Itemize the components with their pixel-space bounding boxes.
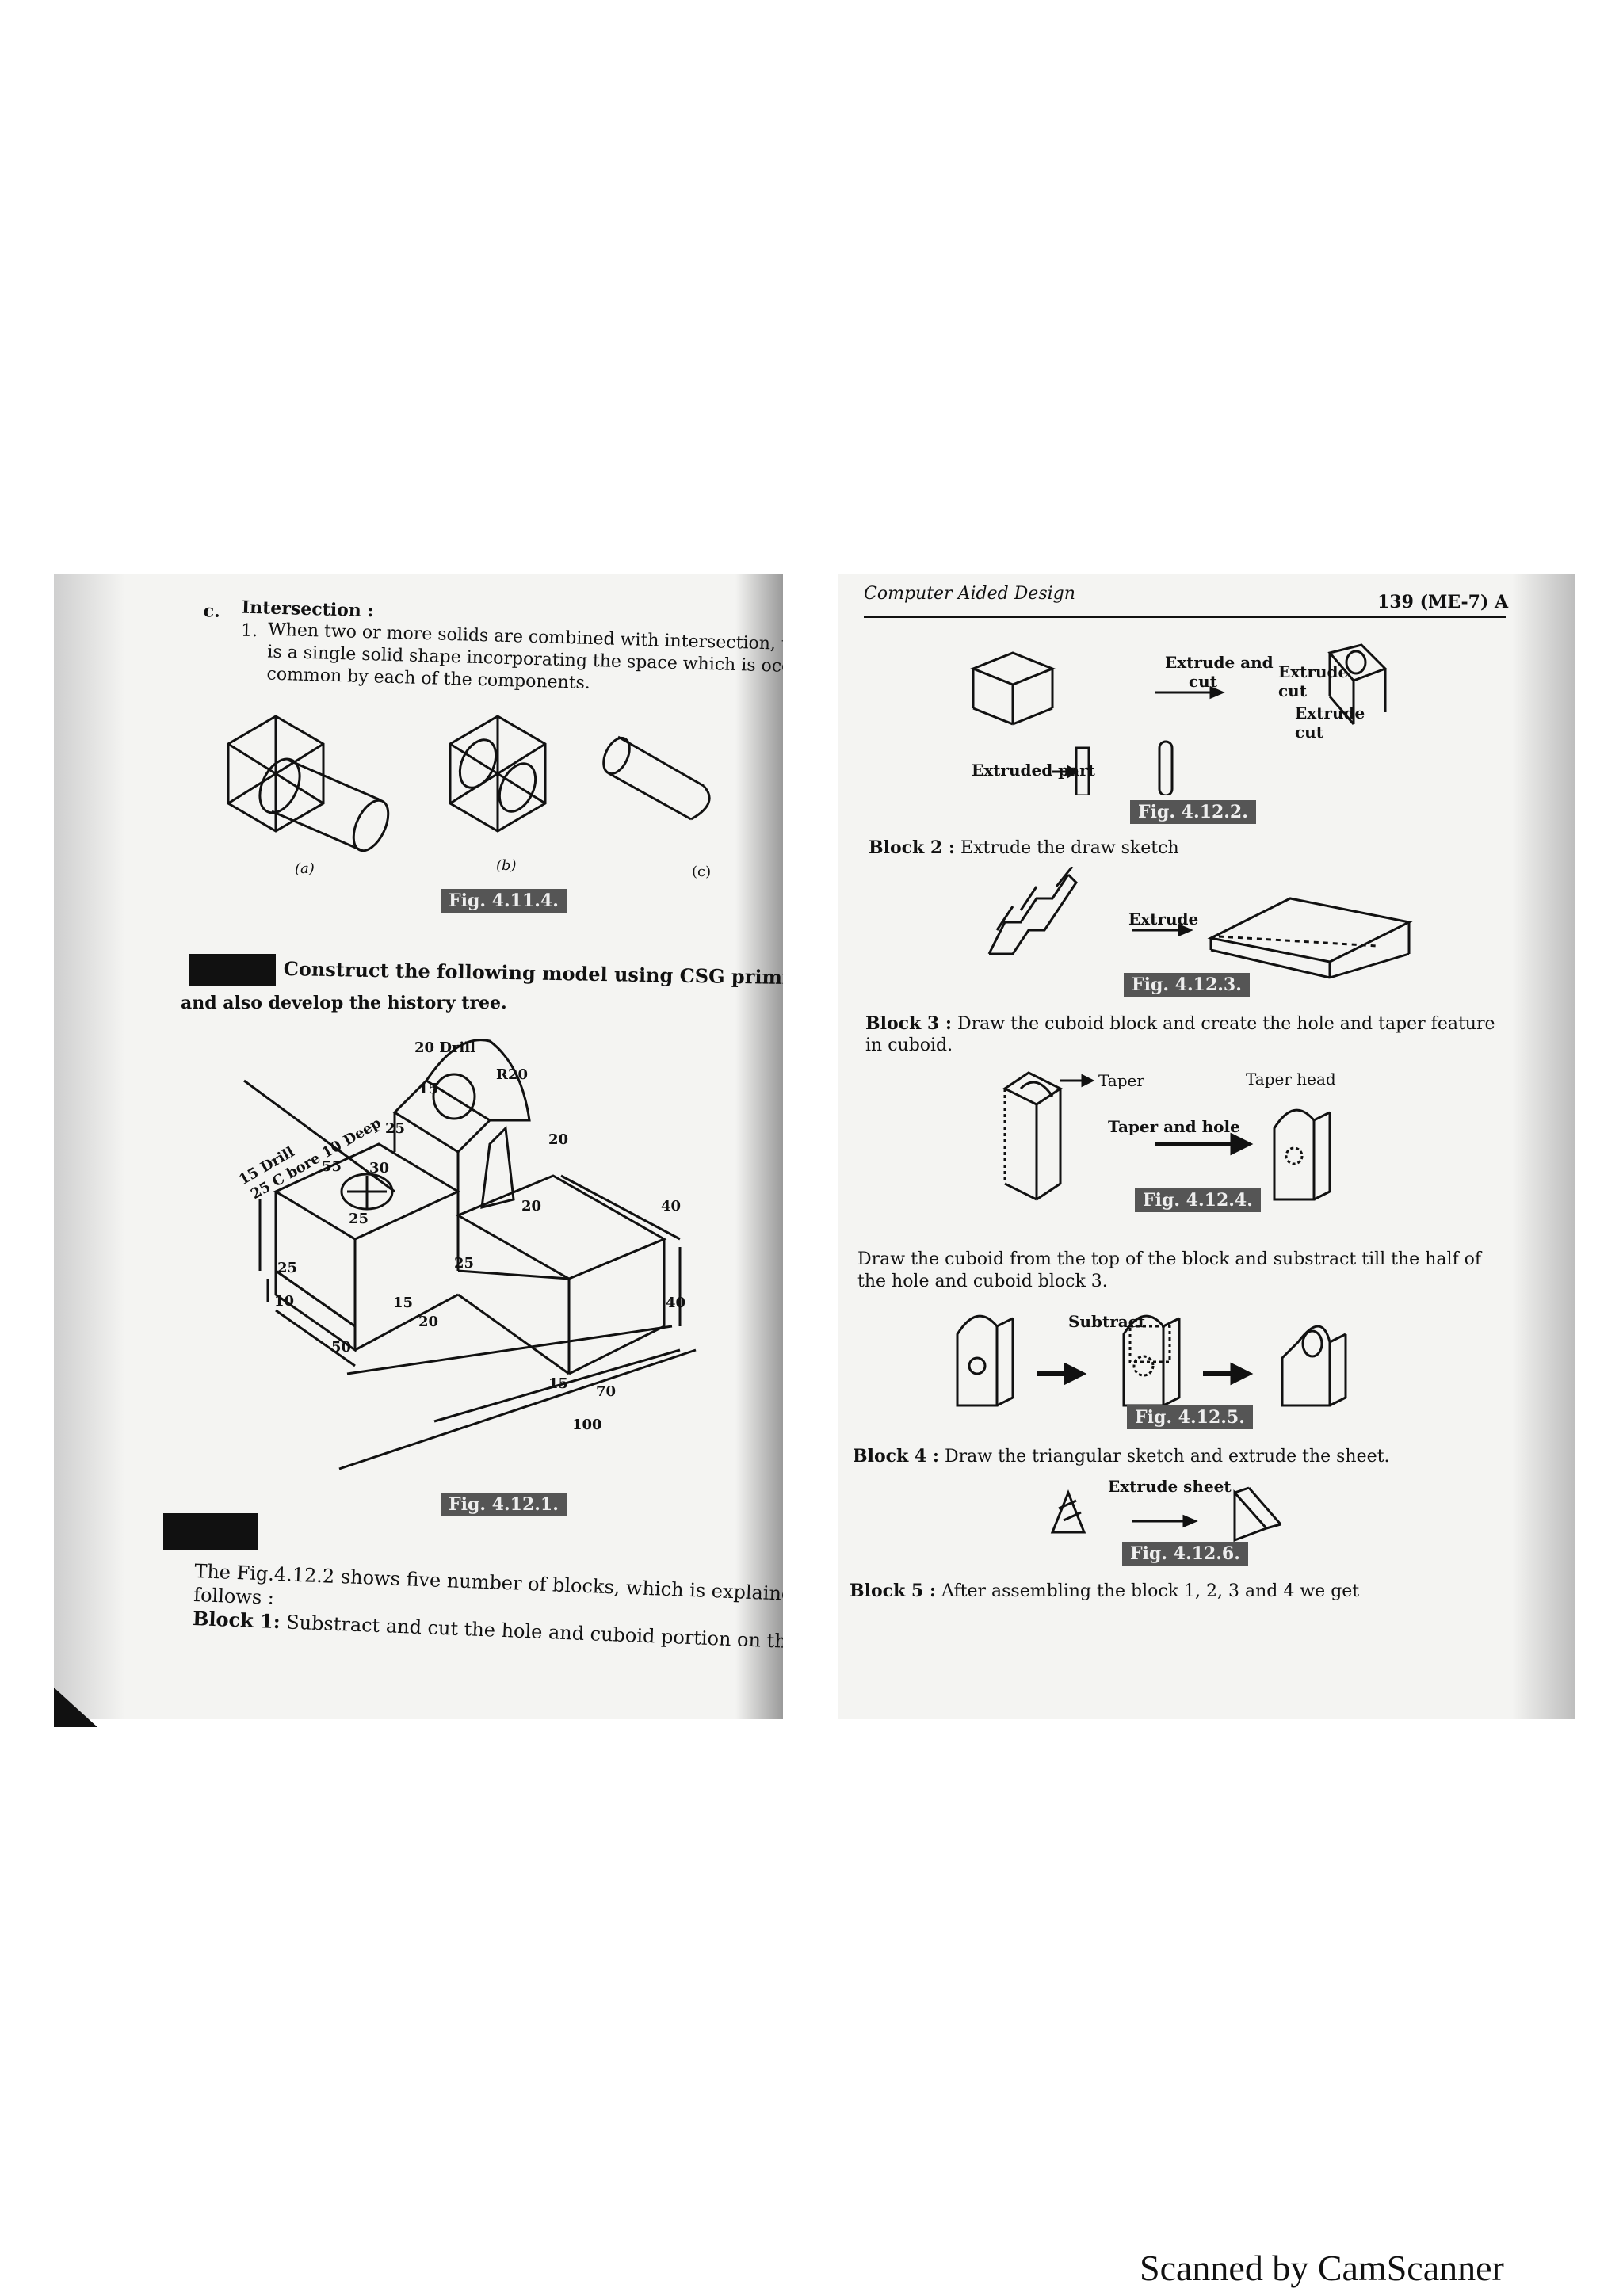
section-marker: c. [203, 601, 221, 622]
question-label-box [189, 954, 276, 986]
dim-r20: R20 [496, 1066, 529, 1083]
label-extrude-2: Extrude [1295, 704, 1365, 723]
dim-20b: 20 [521, 1198, 542, 1215]
dim-40a: 40 [661, 1198, 682, 1215]
header-rule [864, 616, 1506, 618]
para-line1: Draw the cuboid from the top of the bloc… [857, 1249, 1482, 1269]
fig-caption-4-12-6: Fig. 4.12.6. [1122, 1542, 1248, 1566]
fig-4-12-4-diagram [1002, 1071, 1331, 1201]
label-extrude: Extrude [1128, 910, 1199, 929]
label-cut-1: cut [1278, 681, 1307, 700]
page-corner-mark [54, 1688, 97, 1727]
block4-label: Block 4 : [853, 1446, 940, 1466]
label-taper-and-hole: Taper and hole [1108, 1117, 1240, 1136]
intersection-figure [227, 715, 711, 852]
fig-label-a: (a) [295, 860, 315, 877]
fig-caption-4-12-3: Fig. 4.12.3. [1124, 973, 1250, 997]
dim-15b: 15 [393, 1295, 414, 1311]
block4-text: Draw the triangular sketch and extrude t… [945, 1447, 1390, 1466]
fig-caption-4-12-2: Fig. 4.12.2. [1130, 800, 1256, 824]
block3-line1: Draw the cuboid block and create the hol… [957, 1014, 1495, 1034]
dim-25c: 25 [454, 1255, 475, 1272]
header-page-number: 139 (ME-7) A [1377, 592, 1509, 612]
header-title: Computer Aided Design [864, 584, 1075, 604]
dim-50: 50 [331, 1339, 352, 1356]
dim-10: 10 [274, 1293, 295, 1310]
dim-25a: 25 [385, 1120, 406, 1137]
fig-a-cube-cylinder [227, 715, 390, 852]
dim-15a: 15 [418, 1081, 439, 1097]
fig-caption-4-12-4: Fig. 4.12.4. [1135, 1188, 1261, 1212]
fig-label-b: (b) [496, 857, 517, 874]
fig-caption-4-12-5: Fig. 4.12.5. [1127, 1405, 1253, 1429]
block5-label: Block 5 : [850, 1581, 937, 1601]
dim-55: 55 [322, 1158, 342, 1175]
fig-c-cylinder-part [602, 735, 711, 821]
left-page: c. Intersection : 1. When two or more so… [54, 574, 783, 1719]
block3-label: Block 3 : [865, 1013, 953, 1034]
label-extrude-1: Extrude [1278, 662, 1349, 681]
para-line2: the hole and cuboid block 3. [857, 1272, 1108, 1291]
right-page: Computer Aided Design 139 (ME-7) A Extru… [838, 574, 1575, 1719]
fig-caption-4-12-1: Fig. 4.12.1. [441, 1493, 567, 1516]
item-number: 1. [240, 620, 258, 642]
dim-20c: 20 [418, 1314, 439, 1330]
dim-25b: 25 [349, 1211, 369, 1227]
label-taper-head: Taper head [1246, 1070, 1336, 1089]
label-taper: Taper [1098, 1071, 1144, 1090]
block2-text: Extrude the draw sketch [960, 838, 1179, 858]
dim-15c: 15 [548, 1375, 569, 1392]
dim-20-drill: 20 Drill [414, 1039, 475, 1056]
label-cut-2: cut [1295, 723, 1323, 742]
right-edge-shadow [1512, 574, 1575, 1719]
csg-model-figure [243, 1039, 697, 1470]
dim-40b: 40 [666, 1295, 686, 1311]
scanner-watermark: Scanned by CamScanner [1140, 2248, 1504, 2288]
section-title: Intersection : [241, 597, 374, 622]
fig-b-cube-intersection [449, 715, 547, 833]
page-edge-shadow [54, 574, 125, 1719]
dim-100: 100 [572, 1417, 602, 1433]
block3-line2: in cuboid. [865, 1035, 953, 1055]
question-line2: and also develop the history tree. [181, 993, 507, 1013]
fig-label-c: (c) [692, 864, 712, 880]
dim-30: 30 [369, 1160, 390, 1177]
block1-label: Block 1: [192, 1606, 281, 1634]
block2-label: Block 2 : [869, 837, 956, 858]
fig-4-12-2-diagram [969, 643, 1388, 795]
label-extruded-part: Extruded part [972, 761, 1095, 780]
fig-4-12-6-diagram [1050, 1486, 1282, 1543]
label-extrude-and: Extrude and [1165, 653, 1274, 672]
dim-70: 70 [596, 1383, 617, 1400]
fig-caption-4-11-4: Fig. 4.11.4. [441, 889, 567, 913]
dim-25d: 25 [277, 1260, 298, 1276]
fig-4-12-3-diagram [987, 867, 1413, 979]
answer-label-box [163, 1513, 258, 1550]
dim-20a: 20 [548, 1131, 569, 1148]
block5-text: After assembling the block 1, 2, 3 and 4… [941, 1581, 1360, 1601]
label-subtract: Subtract [1068, 1312, 1146, 1331]
label-extrude-sheet: Extrude sheet [1108, 1477, 1232, 1496]
label-cut: cut [1189, 672, 1217, 691]
binding-shadow [735, 574, 783, 1719]
fig-4-12-5-diagram [956, 1314, 1347, 1407]
